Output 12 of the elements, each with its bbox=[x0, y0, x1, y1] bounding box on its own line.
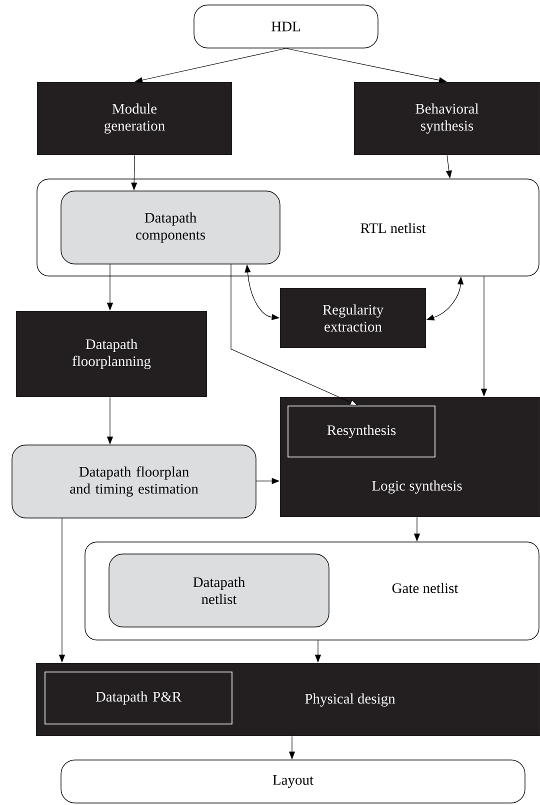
process-box: Datapath floorplanning bbox=[16, 311, 207, 397]
process-box: Behavioral synthesis bbox=[354, 82, 540, 155]
process-box: Module generation bbox=[37, 82, 232, 155]
process-box: Regularity extraction bbox=[280, 288, 426, 348]
rounded-box: Datapath components bbox=[60, 190, 280, 264]
rounded-box: HDL bbox=[194, 4, 378, 48]
process-box: Resynthesis bbox=[288, 406, 436, 458]
process-box: Datapath P&R bbox=[44, 672, 232, 724]
arrow bbox=[230, 264, 358, 406]
rounded-box: Datapath floorplan and timing estimation bbox=[12, 444, 256, 518]
rounded-box: Datapath netlist bbox=[108, 554, 330, 628]
rounded-box: Layout bbox=[60, 760, 526, 804]
